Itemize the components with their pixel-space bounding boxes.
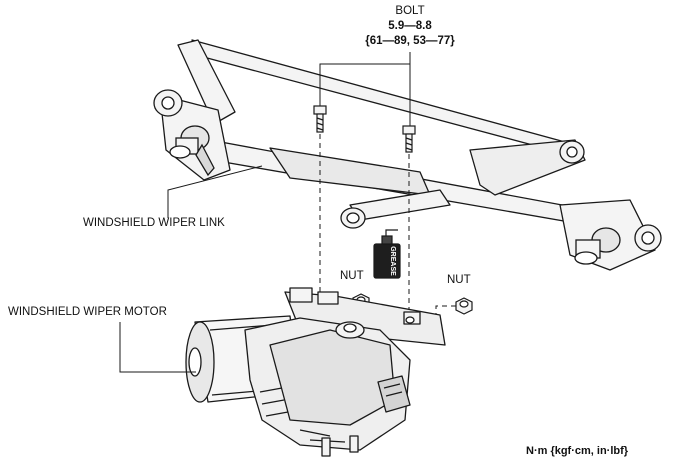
label-leader-lines — [119, 165, 263, 373]
grease-tube-icon: GREASE — [373, 229, 401, 279]
nut-right-label: NUT — [447, 274, 471, 286]
bolt-torque-kgf-lbf: {61—89, 53—77} — [365, 35, 455, 47]
wiper-link-label: WINDSHIELD WIPER LINK — [83, 217, 225, 229]
bolt-label: BOLT — [380, 5, 440, 18]
left-pivot — [153, 89, 215, 177]
bolt-left — [313, 105, 327, 133]
torque-units-label: N·m {kgf·cm, in·lbf} — [526, 445, 629, 457]
wiper-motor-label: WINDSHIELD WIPER MOTOR — [8, 306, 167, 318]
bolt-torque-nm: 5.9—8.8 — [388, 20, 432, 32]
grease-mark: GREASE — [389, 246, 396, 276]
bolt-leader-lines — [319, 52, 411, 310]
crank-socket — [340, 207, 366, 229]
bolt-right — [402, 125, 416, 153]
bolt-label-text: BOLT — [395, 5, 425, 17]
nut-right-icon — [455, 297, 473, 315]
nut-left-label: NUT — [340, 270, 364, 282]
right-pivot — [559, 140, 662, 265]
windshield-wiper-motor — [185, 287, 446, 457]
